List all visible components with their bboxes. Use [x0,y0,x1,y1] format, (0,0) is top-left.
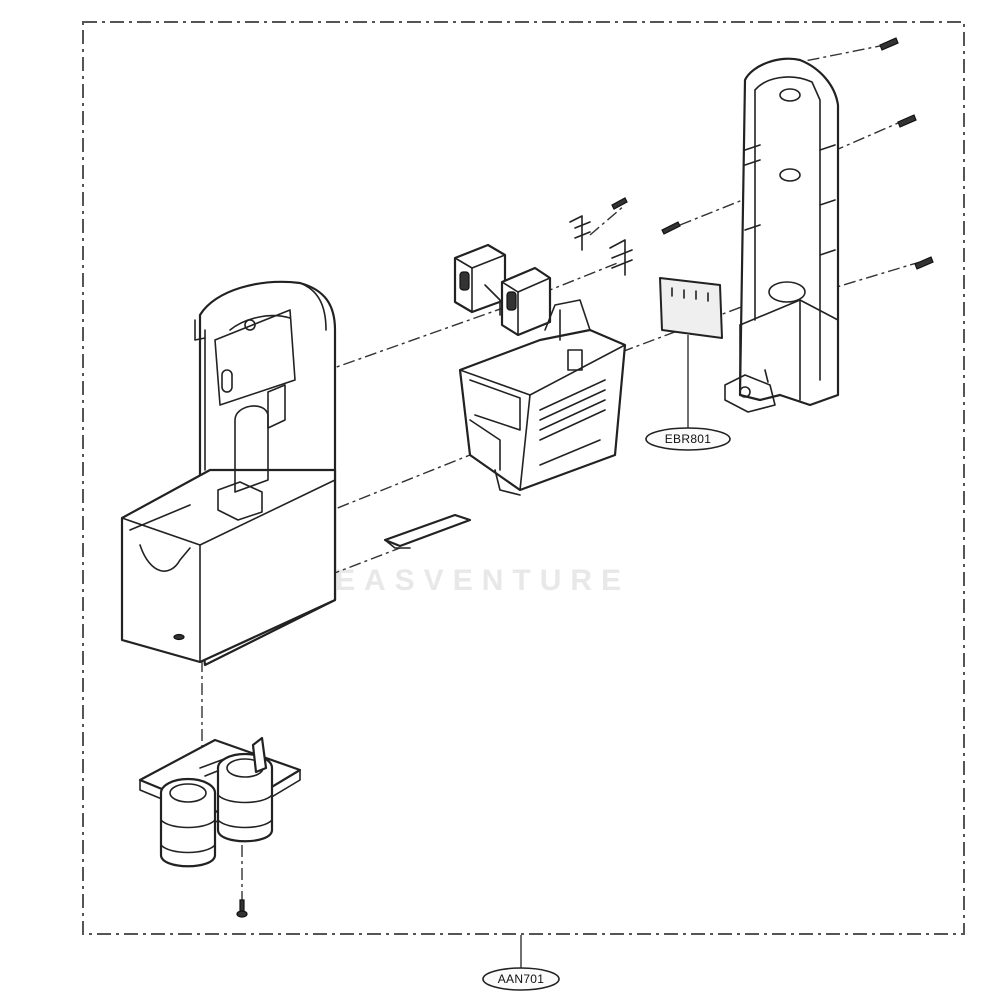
right-panel-housing [724,57,840,413]
ebr801-callout: EBR801 [645,427,731,451]
panel-screws [879,37,934,270]
flat-bracket [383,513,472,549]
assembly-boundary [82,21,965,935]
aan701-label: AAN701 [498,972,545,986]
clip-a [569,215,591,251]
cup-holder [138,736,302,868]
main-housing [120,280,337,667]
connector-left [453,243,507,316]
connector-right [500,266,552,337]
ebr801-label: EBR801 [665,432,712,446]
clip-b [609,239,633,276]
bottom-screw [236,899,248,918]
small-screws [611,197,681,235]
pcb-board [659,277,723,339]
aan701-callout: AAN701 [482,967,560,991]
watermark-text: EASVENTURE [335,564,630,597]
dispenser-mechanism [458,299,627,496]
assembly-lines [201,43,921,905]
